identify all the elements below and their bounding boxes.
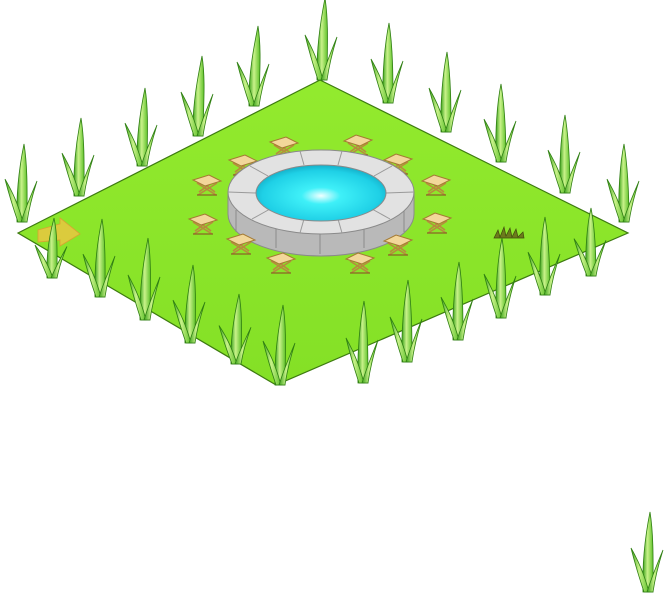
stool[interactable] [187,213,219,235]
grass-blade [573,207,607,277]
grass-blade [389,279,423,363]
grass-tuft [493,225,525,239]
grass-blade [34,217,68,279]
stool[interactable] [191,174,223,196]
grass-blade [527,216,561,296]
grass-blade [606,143,640,223]
grass-blade [345,300,379,384]
grass-blade [547,114,581,194]
stool[interactable] [382,234,414,256]
grass-blade [304,0,338,81]
fountain[interactable] [227,149,415,257]
stool[interactable] [225,233,257,255]
grass-blade [61,117,95,197]
grass-back-row [4,0,640,223]
grass-stray [630,511,664,593]
grass-blade [262,304,296,386]
grass-blade [236,25,270,107]
stools-front [187,212,453,274]
grass-blade [124,87,158,167]
grass-blade [127,237,161,321]
grass-blade [180,55,214,137]
grass-blade [483,237,517,319]
grass-front-row [34,207,607,386]
fountain-water [255,164,387,222]
grass-blade [370,22,404,104]
grass-blade [172,264,206,344]
grass-blade [82,218,116,298]
stool[interactable] [420,174,452,196]
fountain-rim-segments [227,150,415,234]
grass-blade [440,261,474,341]
arrow-marker-icon[interactable] [37,217,81,247]
stool[interactable] [421,212,453,234]
stool[interactable] [344,252,376,274]
grass-blade [483,83,517,163]
grass-blade [4,143,38,223]
stool[interactable] [265,252,297,274]
grass-blade [630,511,664,593]
grass-blade [218,293,252,365]
grass-blade [428,51,462,133]
